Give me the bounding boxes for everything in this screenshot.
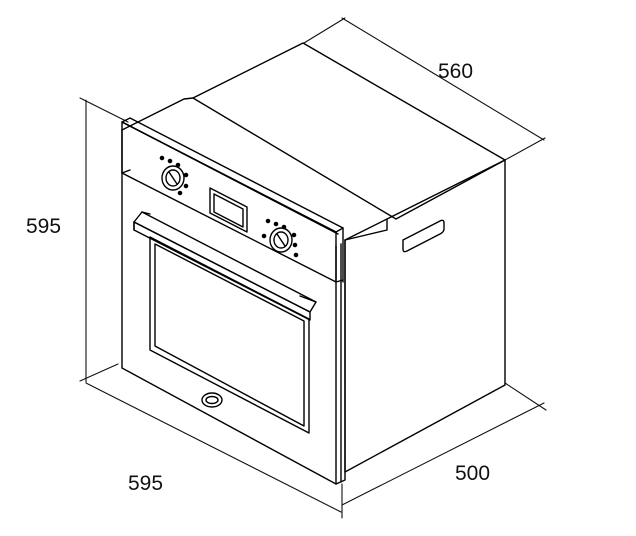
depth-top-extension-right xyxy=(504,137,546,161)
left-knob-icon xyxy=(159,155,189,196)
dimension-lines xyxy=(79,17,547,519)
door-glass-outer xyxy=(149,236,310,434)
width-dimension-label: 595 xyxy=(128,472,163,495)
depth-bottom-dimension-label: 500 xyxy=(455,462,490,485)
control-panel xyxy=(121,117,344,283)
control-panel-inner-top xyxy=(125,123,339,235)
depth-bottom-dimension-line xyxy=(341,402,545,506)
oven-side-face xyxy=(344,159,506,473)
oven-body xyxy=(121,42,506,485)
door-glass-inner xyxy=(154,243,305,427)
height-extension-top xyxy=(79,97,129,123)
depth-top-extension-left xyxy=(303,17,346,44)
display-window xyxy=(209,187,248,233)
width-dimension-line xyxy=(85,382,342,513)
logo-badge xyxy=(201,392,223,408)
depth-top-dimension-label: 560 xyxy=(438,60,473,83)
door-handle xyxy=(133,211,317,321)
control-panel-bottom-left xyxy=(121,169,131,174)
mounting-slot xyxy=(402,219,445,253)
depth-bottom-extension xyxy=(504,382,547,411)
control-panel-top xyxy=(121,117,344,233)
height-dimension-label: 595 xyxy=(26,215,61,238)
oven-top-rim xyxy=(121,97,194,131)
control-panel-bottom xyxy=(335,279,344,283)
height-extension-bottom xyxy=(79,363,119,382)
depth-top-dimension-line xyxy=(341,17,545,141)
right-knob-icon xyxy=(261,218,299,258)
oven-top-notch xyxy=(344,218,388,241)
oven-door xyxy=(133,211,317,434)
